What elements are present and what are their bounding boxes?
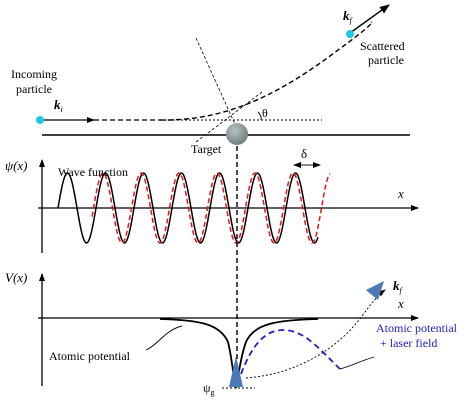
- delta-label: δ: [301, 146, 307, 161]
- atomic-potential-label: Atomic potential: [49, 349, 131, 363]
- potential-panel: V(x) x Atomic potential Atomic potential…: [5, 270, 458, 397]
- scattering-panel: Incoming particle ki kf Scattered partic…: [11, 4, 410, 156]
- incoming-particle-dot: [36, 116, 44, 124]
- incoming-label-line2: particle: [16, 82, 52, 96]
- k-in-letter: k: [54, 97, 61, 112]
- ejected-electron-marker: [366, 281, 384, 300]
- v-axis-label: V(x): [5, 270, 27, 285]
- laser-label-pointer: [339, 356, 375, 370]
- target-label: Target: [191, 142, 222, 156]
- laser-label-line2: + laser field: [380, 336, 437, 350]
- laser-potential-curve: [240, 329, 341, 375]
- kf-subscript: f: [400, 286, 404, 295]
- psi-g-label: ψg: [203, 381, 215, 397]
- k-out-letter: k: [343, 8, 350, 23]
- kf-letter: k: [393, 278, 400, 293]
- psi-g-letter: ψ: [203, 381, 211, 395]
- atomic-label-pointer: [145, 325, 183, 351]
- psi-g-subscript: g: [211, 388, 215, 397]
- laser-label-line1: Atomic potential: [376, 321, 458, 335]
- wave-shifted: [91, 172, 331, 244]
- electron-wavepacket-marker: [229, 356, 243, 387]
- target-sphere: [226, 123, 248, 145]
- k-out-label: kf: [343, 8, 354, 25]
- wave-function-title: Wave function: [58, 165, 128, 179]
- tangent-line-2: [195, 91, 263, 143]
- k-in-subscript: i: [61, 105, 63, 114]
- v-x-label: x: [397, 296, 404, 311]
- kf-label: kf: [393, 278, 404, 295]
- angle-arc: [257, 111, 262, 121]
- scattered-label-line2: particle: [368, 53, 404, 67]
- psi-x-label: x: [397, 186, 404, 201]
- scattered-particle-dot: [346, 30, 354, 38]
- k-in-label: ki: [54, 97, 63, 114]
- outgoing-arrow: [349, 4, 390, 34]
- scattered-label-line1: Scattered: [360, 39, 405, 53]
- k-out-subscript: f: [350, 16, 354, 25]
- incoming-label-line1: Incoming: [11, 67, 57, 81]
- psi-axis-label: ψ(x): [5, 158, 28, 173]
- angle-theta-label: θ: [262, 106, 268, 120]
- atomic-potential-curve: [159, 318, 319, 389]
- wave-original: [57, 172, 319, 244]
- scattered-trajectory: [159, 21, 373, 121]
- wavefunction-panel: ψ(x) Wave function δ x: [5, 146, 419, 253]
- electron-tunnel-path: [245, 289, 386, 379]
